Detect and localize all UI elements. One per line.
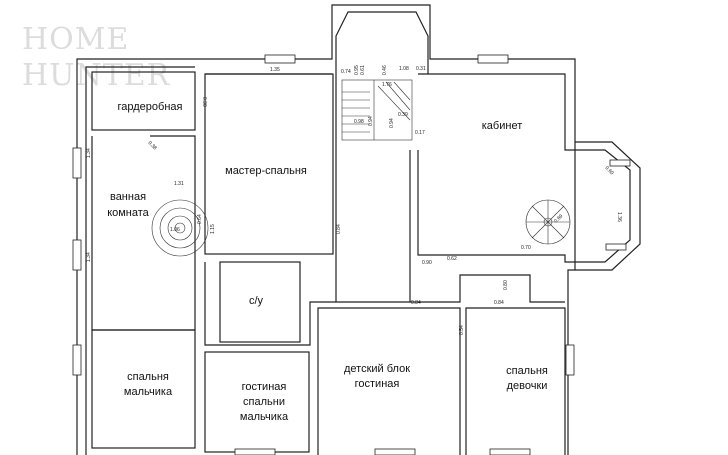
- dim-115: 1.15: [210, 224, 216, 234]
- wall-girl-bedroom: [465, 307, 566, 455]
- label-kids-block-1: детский блок: [344, 363, 410, 375]
- window-1: [72, 147, 82, 179]
- dim-084c: 0.84: [494, 300, 504, 306]
- watermark-line2: HUNTER: [22, 58, 171, 93]
- window-6: [565, 344, 575, 376]
- cabinet-spiral: [525, 199, 571, 245]
- wall-boy-bedroom: [91, 329, 196, 449]
- watermark-line1: HOME: [22, 22, 130, 57]
- window-5: [477, 54, 509, 64]
- label-boy-living-3: мальчика: [240, 411, 289, 423]
- dim-069: 0.69: [553, 213, 564, 224]
- dim-108: 1.08: [399, 66, 409, 72]
- dim-095: 0.95: [354, 65, 360, 75]
- window-2: [72, 239, 82, 271]
- watermark: HOME HUNTER: [22, 22, 170, 94]
- label-boy-living-1: гостиная: [242, 381, 287, 393]
- dim-090b: 0.90: [422, 260, 432, 266]
- window-9: [489, 448, 531, 455]
- window-7: [234, 448, 276, 455]
- label-wc: с/у: [249, 295, 264, 307]
- label-wardrobe: гардеробная: [118, 101, 183, 113]
- window-11: [605, 243, 627, 251]
- dim-060: 0.60: [604, 165, 615, 176]
- label-boy-living-2: спальни: [243, 396, 285, 408]
- dim-134a: 1.34: [86, 148, 92, 158]
- dim-031: 0.31: [416, 66, 426, 72]
- wall-tower-inner: [335, 11, 429, 74]
- dim-106: 1.06: [170, 227, 180, 233]
- wall-cabinet-outer: [575, 141, 641, 271]
- window-4: [264, 54, 296, 64]
- label-master: мастер-спальня: [225, 165, 307, 177]
- dim-039: 0.39: [398, 112, 408, 118]
- dim-054: 0.54: [459, 325, 465, 335]
- dim-062: 0.62: [447, 256, 457, 262]
- room-labels: гардеробная ванная комната мастер-спальн…: [107, 101, 548, 423]
- wall-kids-block: [317, 307, 461, 455]
- bath-spiral: [151, 199, 209, 257]
- wall-stair-hall: [335, 74, 411, 303]
- label-girl-bedroom-2: девочки: [507, 380, 548, 392]
- dim-080: 0.80: [503, 280, 509, 290]
- wall-left-inner: [85, 66, 195, 455]
- dim-017: 0.17: [415, 130, 425, 136]
- dim-131: 1.31: [174, 181, 184, 187]
- dim-094b: 0.94: [389, 118, 395, 128]
- wall-wardrobe: [91, 71, 196, 131]
- label-boy-bedroom-1: спальня: [127, 371, 169, 383]
- dim-135: 1.35: [270, 67, 280, 73]
- window-3: [72, 344, 82, 376]
- label-bathroom-1: ванная: [110, 191, 146, 203]
- stair-box: [341, 79, 413, 141]
- dim-094a: 0.94: [368, 116, 374, 126]
- wall-wc: [219, 261, 301, 343]
- label-bathroom-2: комната: [107, 207, 149, 219]
- wall-corridor: [204, 262, 336, 346]
- dim-134b: 1.34: [86, 252, 92, 262]
- windows: [72, 54, 631, 455]
- window-8: [374, 448, 416, 455]
- dimension-labels: 1.35 0.90 1.34 1.34 0.38 1.31 1.06 0.64 …: [86, 65, 622, 335]
- dim-074: 0.74: [341, 69, 351, 75]
- dim-070: 0.70: [521, 245, 531, 251]
- label-boy-bedroom-2: мальчика: [124, 386, 173, 398]
- wall-left-outer: [76, 4, 576, 455]
- wall-corridor-right: [410, 274, 565, 303]
- label-girl-bedroom-1: спальня: [506, 365, 548, 377]
- dim-061: 0.61: [360, 65, 366, 75]
- wall-cabinet: [417, 73, 631, 263]
- window-10: [609, 159, 631, 167]
- dim-098: 0.98: [354, 119, 364, 125]
- tower-staircase: [341, 79, 413, 141]
- dim-038: 0.38: [147, 140, 158, 151]
- dim-084a: 0.84: [336, 224, 342, 234]
- wall-master: [204, 73, 334, 255]
- dim-084b: 0.84: [411, 300, 421, 306]
- walls: [76, 4, 641, 455]
- dim-176: 1.76: [382, 82, 392, 88]
- dim-090a: 0.90: [201, 97, 207, 107]
- dim-046: 0.46: [382, 65, 388, 75]
- label-kids-block-2: гостиная: [355, 378, 400, 390]
- dim-064: 0.64: [197, 214, 203, 224]
- label-cabinet: кабинет: [482, 120, 522, 132]
- dim-136: 1.36: [616, 212, 622, 222]
